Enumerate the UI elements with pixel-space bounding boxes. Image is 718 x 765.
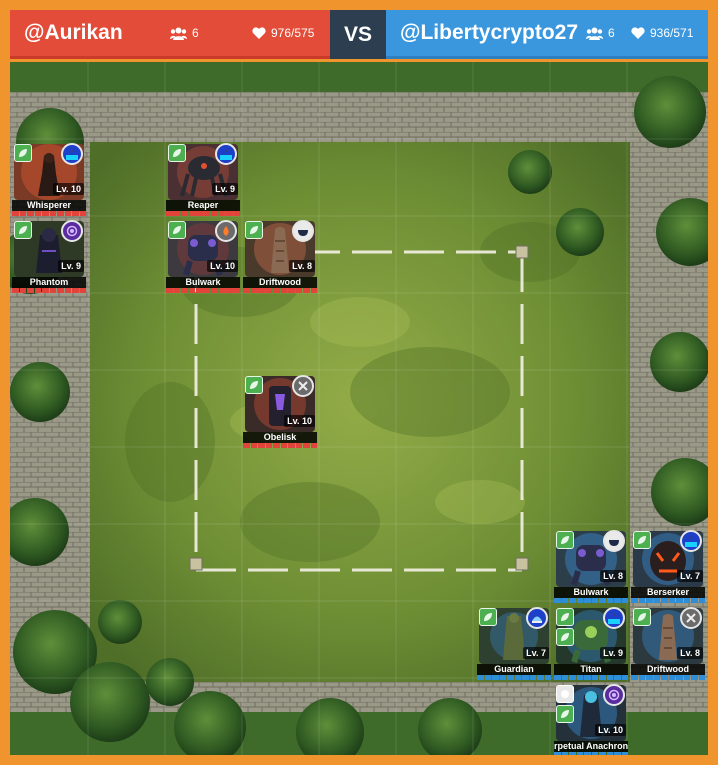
unit-card-anachronism[interactable]: Lv. 10 rpetual Anachronis xyxy=(554,681,628,755)
unit-level: Lv. 8 xyxy=(677,647,703,659)
leaf-element-icon xyxy=(556,628,574,646)
unit-name: Guardian xyxy=(477,664,551,675)
leaf-element-icon xyxy=(245,221,263,239)
leaf-element-icon xyxy=(168,144,186,162)
unit-card-guardian[interactable]: Lv. 7 Guardian xyxy=(477,604,551,680)
unit-health-bar xyxy=(554,598,628,603)
right-health-value: 936/571 xyxy=(650,26,694,40)
leaf-element-icon xyxy=(168,221,186,239)
leaf-element-icon xyxy=(245,376,263,394)
users-icon xyxy=(170,27,187,40)
unit-name: Obelisk xyxy=(243,432,317,443)
unit-health-bar xyxy=(554,675,628,680)
unit-name: Bulwark xyxy=(554,587,628,598)
unit-card-driftwood[interactable]: Lv. 8 Driftwood xyxy=(243,217,317,293)
light-element-icon xyxy=(556,685,574,703)
unit-health-bar xyxy=(477,675,551,680)
unit-name: Bulwark xyxy=(166,277,240,288)
left-units-count: 6 xyxy=(192,26,199,40)
leaf-element-icon xyxy=(14,144,32,162)
leaf-element-icon xyxy=(633,531,651,549)
unit-health-bar xyxy=(243,443,317,448)
crossed-swords-icon xyxy=(292,375,314,397)
unit-level: Lv. 7 xyxy=(677,570,703,582)
unit-health-bar xyxy=(166,211,240,216)
unit-level: Lv. 10 xyxy=(207,260,238,272)
unit-name: Titan xyxy=(554,664,628,675)
leaf-element-icon xyxy=(479,608,497,626)
unit-card-titan[interactable]: Lv. 9 Titan xyxy=(554,604,628,680)
right-player-panel: @Libertycrypto27 6 936/571 xyxy=(386,10,708,59)
unit-card-berserker[interactable]: Lv. 7 Berserker xyxy=(631,527,705,603)
crossed-swords-icon xyxy=(680,607,702,629)
left-units-stat: 6 xyxy=(170,26,199,40)
bowl-icon xyxy=(603,530,625,552)
unit-health-bar xyxy=(12,288,86,293)
left-player-name[interactable]: @Aurikan xyxy=(24,21,123,44)
heart-icon xyxy=(631,27,645,39)
leaf-element-icon xyxy=(556,705,574,723)
unit-health-bar xyxy=(631,675,705,680)
unit-name: rpetual Anachronis xyxy=(554,741,628,752)
users-icon xyxy=(586,27,603,40)
right-units-stat: 6 xyxy=(586,26,615,40)
right-health-stat: 936/571 xyxy=(631,26,693,40)
unit-name: Reaper xyxy=(166,200,240,211)
left-player-panel: @Aurikan 6 976/575 xyxy=(10,10,330,59)
fire-icon xyxy=(215,220,237,242)
unit-level: Lv. 9 xyxy=(600,647,626,659)
unit-name: Whisperer xyxy=(12,200,86,211)
leaf-element-icon xyxy=(556,531,574,549)
unit-level: Lv. 7 xyxy=(523,647,549,659)
water-drop-icon xyxy=(61,143,83,165)
unit-health-bar xyxy=(166,288,240,293)
vortex-icon xyxy=(603,684,625,706)
vortex-icon xyxy=(61,220,83,242)
right-units-count: 6 xyxy=(608,26,615,40)
unit-card-driftwood[interactable]: Lv. 8 Driftwood xyxy=(631,604,705,680)
water-drop-icon xyxy=(680,530,702,552)
unit-level: Lv. 10 xyxy=(284,415,315,427)
unit-card-whisperer[interactable]: Lv. 10 Whisperer xyxy=(12,140,86,216)
versus-label: VS xyxy=(330,10,386,59)
unit-level: Lv. 8 xyxy=(600,570,626,582)
right-player-name[interactable]: @Libertycrypto27 xyxy=(400,21,579,44)
unit-health-bar xyxy=(12,211,86,216)
unit-level: Lv. 10 xyxy=(53,183,84,195)
unit-health-bar xyxy=(554,752,628,755)
unit-card-reaper[interactable]: Lv. 9 Reaper xyxy=(166,140,240,216)
unit-level: Lv. 9 xyxy=(58,260,84,272)
unit-name: Driftwood xyxy=(243,277,317,288)
left-health-stat: 976/575 xyxy=(252,26,314,40)
leaf-element-icon xyxy=(556,608,574,626)
unit-level: Lv. 8 xyxy=(289,260,315,272)
unit-name: Berserker xyxy=(631,587,705,598)
battle-board[interactable]: Lv. 10 Whisperer Lv. 9 Reaper Lv. 9 Phan… xyxy=(10,62,708,755)
unit-card-bulwark[interactable]: Lv. 10 Bulwark xyxy=(166,217,240,293)
bowl-icon xyxy=(292,220,314,242)
unit-name: Phantom xyxy=(12,277,86,288)
left-health-value: 976/575 xyxy=(271,26,315,40)
heart-icon xyxy=(252,27,266,39)
match-header: @Aurikan 6 976/575 VS @Libertycrypto27 6… xyxy=(10,10,708,59)
leaf-element-icon xyxy=(633,608,651,626)
unit-card-bulwark[interactable]: Lv. 8 Bulwark xyxy=(554,527,628,603)
unit-name: Driftwood xyxy=(631,664,705,675)
unit-card-phantom[interactable]: Lv. 9 Phantom xyxy=(12,217,86,293)
unit-level: Lv. 9 xyxy=(212,183,238,195)
unit-health-bar xyxy=(631,598,705,603)
unit-level: Lv. 10 xyxy=(595,724,626,736)
unit-card-obelisk[interactable]: Lv. 10 Obelisk xyxy=(243,372,317,448)
water-drop-icon xyxy=(215,143,237,165)
leaf-element-icon xyxy=(14,221,32,239)
dome-icon xyxy=(526,607,548,629)
water-drop-icon xyxy=(603,607,625,629)
unit-health-bar xyxy=(243,288,317,293)
